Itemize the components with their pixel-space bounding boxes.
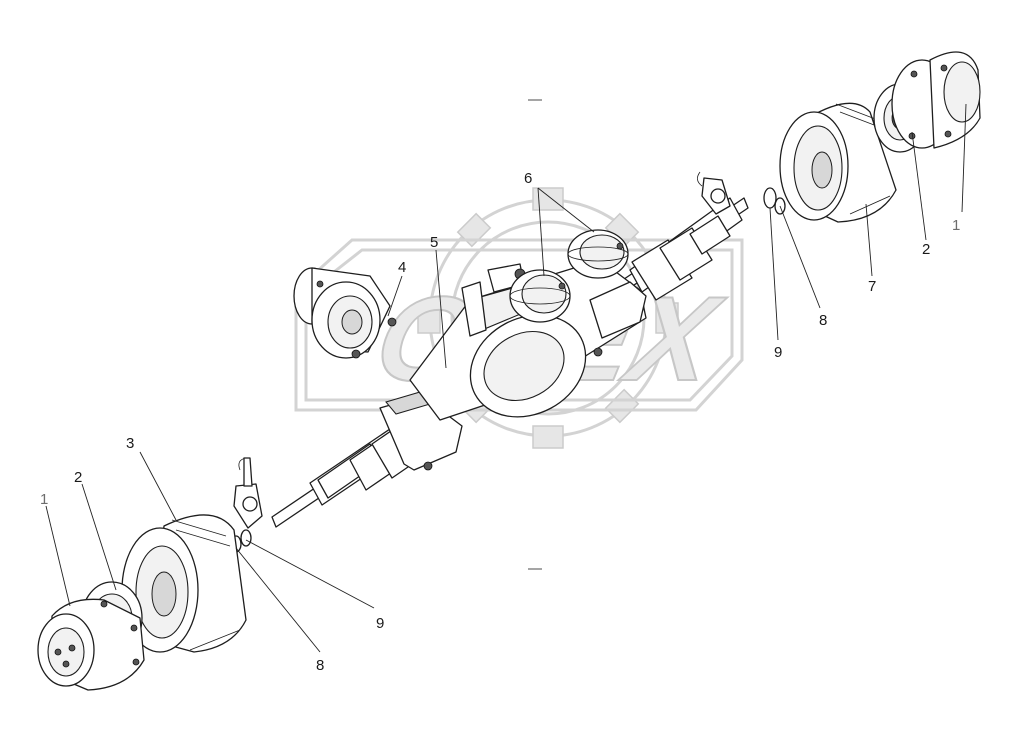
leader-6a: [537, 187, 545, 277]
leader-1b: [45, 505, 71, 607]
callout-2-left: 2: [74, 469, 82, 486]
leader-6b: [537, 187, 595, 233]
leader-9a: [769, 207, 779, 341]
callout-8-right: 8: [819, 312, 827, 329]
hub-left: [37, 598, 145, 691]
leader-8a: [779, 205, 821, 309]
leader-1a: [961, 103, 967, 213]
brake-drum-left: [121, 514, 247, 653]
seal-rings-right: [763, 187, 786, 215]
callout-1-left: 1: [40, 491, 48, 508]
callout-labels: 1 2 7 8 9 6 5 4 3 2 1 9 8: [40, 170, 960, 674]
brake-chamber-rear: [567, 229, 629, 279]
leader-9b: [245, 539, 375, 609]
leader-2b: [81, 483, 117, 591]
hub-4: [293, 267, 397, 359]
axle-housing: [317, 215, 731, 499]
leader-3: [139, 451, 177, 521]
callout-3: 3: [126, 435, 134, 452]
hub-right: [891, 51, 981, 149]
brake-chamber-front: [509, 269, 571, 323]
callout-8-left: 8: [316, 657, 324, 674]
callout-7: 7: [868, 278, 876, 295]
callout-2-right: 2: [922, 241, 930, 258]
leader-2a: [911, 131, 927, 241]
leader-8b: [235, 547, 321, 653]
callout-9-left: 9: [376, 615, 384, 632]
leader-7: [865, 203, 873, 277]
leader-4: [387, 275, 403, 317]
brake-lever-right: [697, 171, 731, 215]
leader-5: [435, 249, 447, 369]
callout-4: 4: [398, 259, 406, 276]
watermark-gear: [417, 187, 679, 449]
brake-drum-right: [779, 102, 897, 223]
leader-lines: [45, 103, 967, 653]
brake-chambers: [509, 229, 629, 323]
callout-6: 6: [524, 170, 532, 187]
callout-9-right: 9: [774, 344, 782, 361]
callout-5: 5: [430, 234, 438, 251]
callout-1-right: 1: [952, 217, 960, 234]
brake-lever-left: [233, 457, 263, 529]
